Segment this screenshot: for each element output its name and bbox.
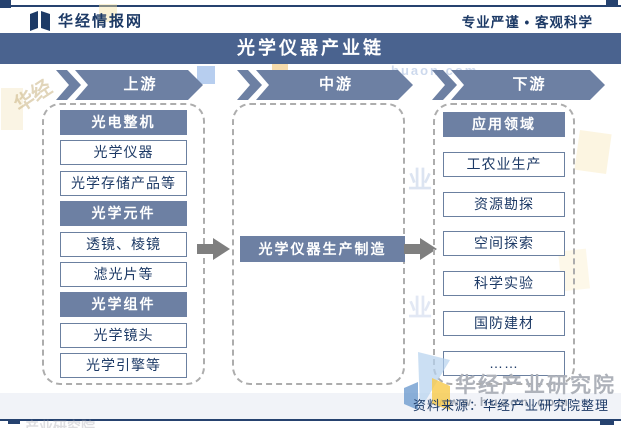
stage-label-upstream: 上游 xyxy=(123,76,158,93)
stage-banner-upstream: 上游 xyxy=(56,70,203,100)
midstream-production-bar: 光学仪器生产制造 xyxy=(240,236,405,262)
brand: 华经情报网 xyxy=(30,10,143,31)
banner-arrow-shape xyxy=(432,70,605,100)
watermark-glyph-top: 业 xyxy=(408,167,432,194)
footer-strip xyxy=(0,393,621,419)
chain-item: …… xyxy=(443,350,565,376)
watermark-glyph-bottom: 业 xyxy=(408,295,432,322)
chain-item: 空间探索 xyxy=(443,231,565,257)
chain-item: 科学实验 xyxy=(443,271,565,297)
slogan-text: 专业严谨 • 客观科学 xyxy=(461,14,593,30)
bottom-right-corner-square xyxy=(600,416,614,425)
flow-arrow-left-icon xyxy=(197,238,230,260)
group-header-optical-assemblies: 光学组件 xyxy=(60,292,187,318)
flow-arrow-right-icon xyxy=(404,238,437,260)
group-header-optical-elements: 光学元件 xyxy=(60,201,187,227)
bottom-left-corner-square xyxy=(8,415,20,424)
page-title: 光学仪器产业链 xyxy=(0,33,621,64)
source-note: 资料来源：华经产业研究院整理 xyxy=(412,398,609,413)
upstream-panel: 光电整机 光学仪器 光学存储产品等 光学元件 透镜、棱镜 滤光片等 光学组件 光… xyxy=(42,103,205,385)
stage-label-midstream: 中游 xyxy=(318,76,353,93)
brand-name: 华经情报网 xyxy=(58,13,144,30)
banner-arrow-shape xyxy=(237,70,413,100)
top-left-corner-square xyxy=(0,0,11,8)
top-right-corner-square xyxy=(606,0,618,7)
chain-item: 光学仪器 xyxy=(60,140,187,166)
chain-item: 资源勘探 xyxy=(443,191,565,217)
chain-item: 透镜、棱镜 xyxy=(60,231,187,257)
banner-arrow-shape xyxy=(56,70,203,100)
chain-item: 光学镜头 xyxy=(60,322,187,348)
watermark-cream-block xyxy=(1,88,23,130)
chain-item: 工农业生产 xyxy=(443,151,565,177)
stage-label-downstream: 下游 xyxy=(512,76,547,93)
downstream-panel: 应用领域 工农业生产 资源勘探 空间探索 科学实验 国防建材 …… xyxy=(433,103,575,385)
group-header-applications: 应用领域 xyxy=(443,112,565,137)
chain-item: 光学引擎等 xyxy=(60,353,187,378)
header-row: 华经情报网 专业严谨 • 客观科学 xyxy=(30,9,593,32)
chain-item: 滤光片等 xyxy=(60,261,187,287)
top-border-line xyxy=(0,5,621,7)
watermark-pale-yellow-shape xyxy=(574,129,612,175)
upstream-panel-content: 光电整机 光学仪器 光学存储产品等 光学元件 透镜、棱镜 滤光片等 光学组件 光… xyxy=(44,105,203,383)
stage-banner-midstream: 中游 xyxy=(237,70,413,100)
brand-book-icon xyxy=(30,10,50,31)
group-header-complete-machines: 光电整机 xyxy=(60,110,187,135)
downstream-panel-content: 应用领域 工农业生产 资源勘探 空间探索 科学实验 国防建材 …… xyxy=(435,105,573,383)
chain-item: 光学存储产品等 xyxy=(60,170,187,196)
stage-banner-downstream: 下游 xyxy=(432,70,605,100)
chain-item: 国防建材 xyxy=(443,311,565,337)
bottom-border-line xyxy=(0,419,621,421)
